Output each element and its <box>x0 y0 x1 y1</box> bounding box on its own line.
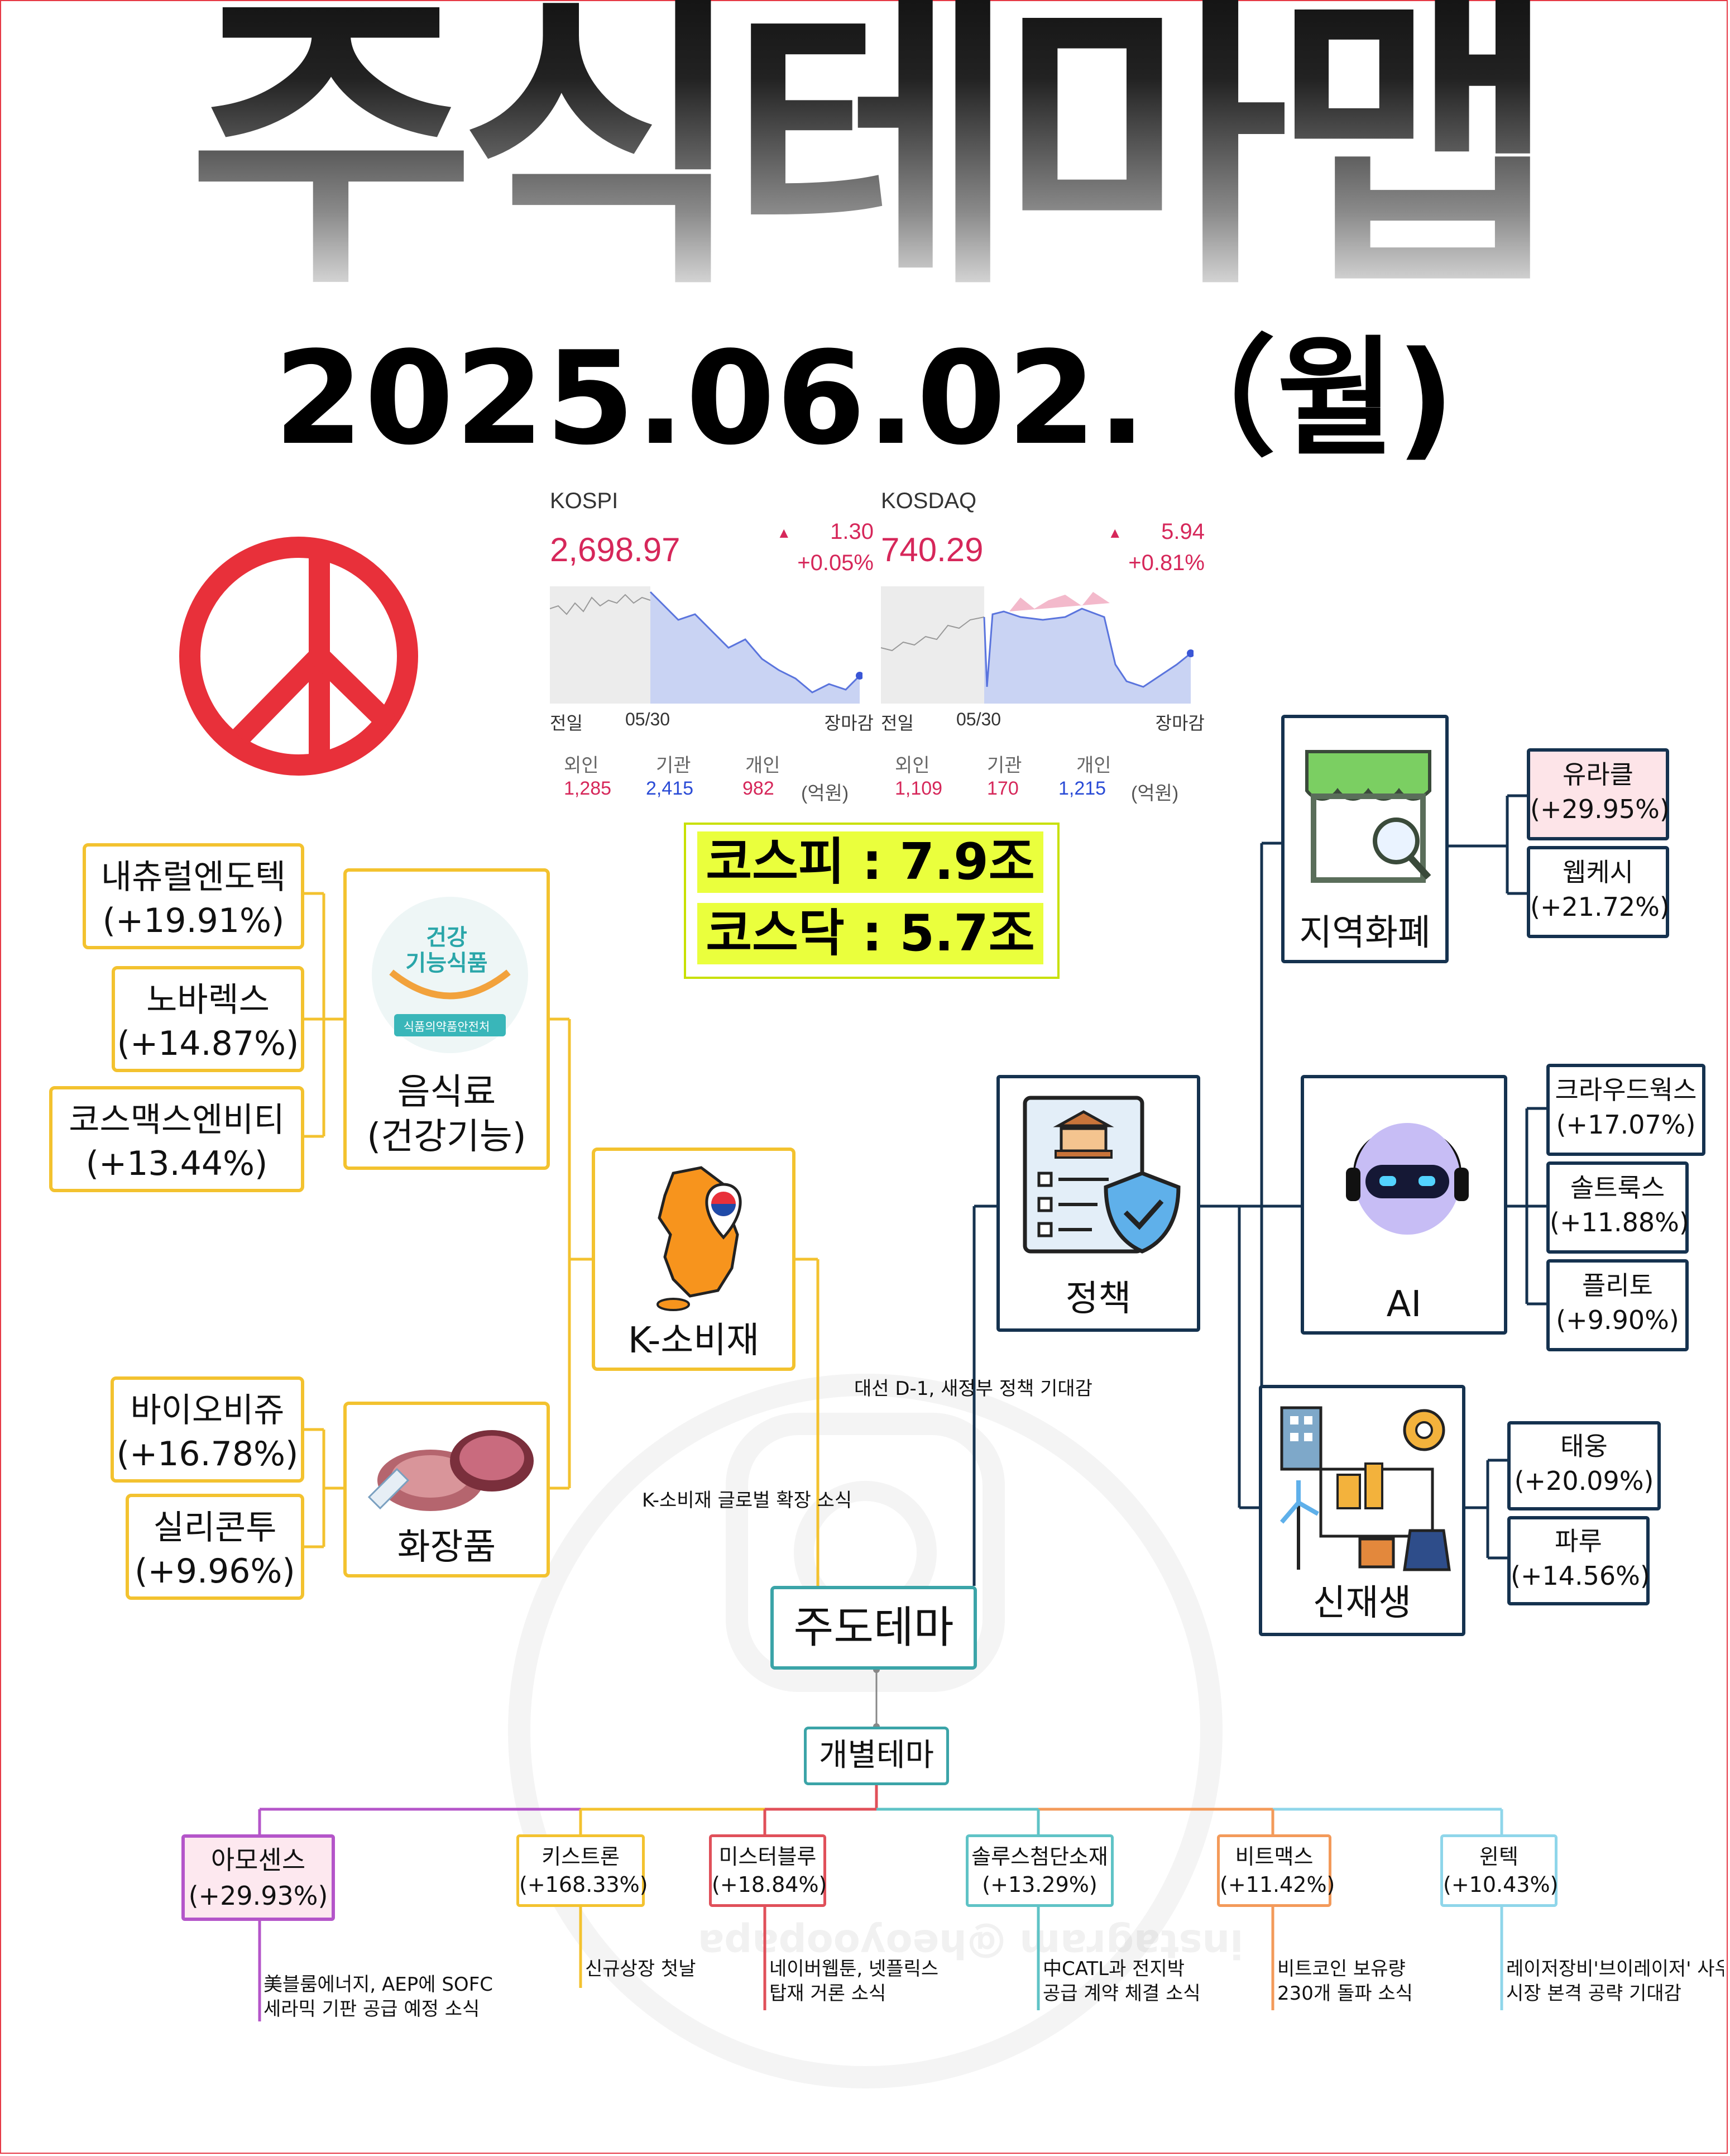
theme-food[interactable]: 건강 기능식품 식품의약품안전처 음식료 (건강기능) <box>343 868 550 1170</box>
election-vote-icon <box>179 537 418 776</box>
kospi-change-pct: +0.05% <box>797 551 874 576</box>
theme-policy[interactable]: 정책 <box>996 1075 1200 1332</box>
store-search-icon <box>1305 750 1431 883</box>
mrblue-note: 네이버웹툰, 넷플릭스 탑재 거론 소식 <box>769 1958 939 2005</box>
leading-theme-box[interactable]: 주도테마 <box>770 1586 977 1670</box>
policy-note: 대선 D-1, 새정부 정책 기대감 <box>854 1378 1092 1400</box>
kospi-panel: KOSPI 2,698.97 ▲1.30 +0.05% 전일 05/30 장마감… <box>550 489 874 804</box>
theme-ai-label: AI <box>1386 1284 1422 1325</box>
stock-novarex[interactable]: 노바렉스 (+14.87%) <box>112 966 304 1072</box>
policy-document-shield-icon <box>1023 1096 1181 1254</box>
kospi-name: KOSPI <box>550 489 619 513</box>
bitmax-note: 비트코인 보유량 230개 돌파 소식 <box>1277 1958 1413 2005</box>
theme-ai[interactable]: AI <box>1301 1075 1507 1335</box>
theme-local-currency-label: 지역화폐 <box>1299 912 1431 954</box>
kospi-volume: 코스피 : 7.9조 <box>697 831 1043 893</box>
stock-cosmax-nbt[interactable]: 코스맥스엔비티 (+13.44%) <box>49 1086 304 1192</box>
up-triangle-icon: ▲ <box>1108 524 1123 542</box>
theme-cosmetics-label: 화장품 <box>397 1527 496 1568</box>
solus-note: 中CATL과 전지박 공급 계약 체결 소식 <box>1043 1958 1201 2005</box>
individual-theme-box[interactable]: 개별테마 <box>804 1727 949 1785</box>
theme-food-label: 음식료 <box>397 1072 496 1113</box>
kosdaq-value: 740.29 <box>881 531 984 568</box>
up-triangle-icon: ▲ <box>777 524 792 542</box>
individual-stock-amosense[interactable]: 아모센스 (+29.93%) <box>181 1834 335 1921</box>
k-consumer-note: K-소비재 글로벌 확장 소식 <box>642 1489 852 1512</box>
date-heading: 2025.06.02.（월) <box>274 324 1456 474</box>
kosdaq-change: ▲ 5.94 +0.81% <box>1108 517 1205 578</box>
theme-cosmetics[interactable]: 화장품 <box>343 1402 550 1577</box>
kospi-change-points: 1.30 <box>830 519 874 544</box>
individual-stock-solus[interactable]: 솔루스첨단소재 (+13.29%) <box>966 1834 1114 1907</box>
kosdaq-volume: 코스닥 : 5.7조 <box>697 903 1043 964</box>
stock-silicon2[interactable]: 실리콘투 (+9.96%) <box>126 1494 304 1600</box>
trading-volume-box: 코스피 : 7.9조 코스닥 : 5.7조 <box>684 823 1060 979</box>
theme-policy-label: 정책 <box>1065 1278 1132 1320</box>
individual-stock-wintec[interactable]: 윈텍 (+10.43%) <box>1440 1834 1558 1907</box>
stock-uracle[interactable]: 유라클 (+29.95%) <box>1527 748 1670 840</box>
cosmetics-compact-icon <box>367 1430 534 1511</box>
individual-stock-kistron[interactable]: 키스트론 (+168.33%) <box>516 1834 648 1907</box>
individual-stock-mrblue[interactable]: 미스터블루 (+18.84%) <box>709 1834 827 1907</box>
kospi-value: 2,698.97 <box>550 531 681 568</box>
stock-biobijou[interactable]: 바이오비쥬 (+16.78%) <box>111 1376 304 1483</box>
stock-webcash[interactable]: 웹케시 (+21.72%) <box>1527 846 1670 938</box>
robot-head-icon <box>1346 1123 1469 1235</box>
amosense-note: 美블룸에너지, AEP에 SOFC 세라믹 기판 공급 예정 소식 <box>263 1973 493 2020</box>
kosdaq-change-points: 5.94 <box>1161 519 1205 544</box>
stock-flitto[interactable]: 플리토 (+9.90%) <box>1546 1259 1689 1351</box>
kosdaq-name: KOSDAQ <box>881 489 977 513</box>
stock-crowdworks[interactable]: 크라우드웍스 (+17.07%) <box>1546 1064 1705 1156</box>
stock-saltlux[interactable]: 솔트룩스 (+11.88%) <box>1546 1161 1689 1254</box>
theme-renewable[interactable]: 신재생 <box>1259 1385 1465 1636</box>
individual-stock-bitmax[interactable]: 비트맥스 (+11.42%) <box>1217 1834 1335 1907</box>
health-food-logo-icon <box>372 897 528 1053</box>
stock-taewoong[interactable]: 태웅 (+20.09%) <box>1507 1421 1661 1510</box>
theme-k-consumer[interactable]: K-소비재 <box>592 1148 795 1371</box>
theme-renewable-label: 신재생 <box>1312 1583 1412 1624</box>
theme-k-consumer-label: K-소비재 <box>628 1320 759 1361</box>
kistron-note: 신규상장 첫날 <box>585 1958 696 1980</box>
health-food-logo-text: 건강 기능식품 <box>405 925 488 976</box>
health-food-logo-caption: 식품의약품안전처 <box>403 1020 490 1034</box>
theme-food-sublabel: (건강기능) <box>367 1116 526 1158</box>
renewable-energy-icon <box>1279 1406 1451 1571</box>
page-title: 주식테마맵 <box>0 0 1730 313</box>
theme-local-currency[interactable]: 지역화폐 <box>1281 715 1449 963</box>
wintec-note: 레이저장비'브이레이저' 사우 시장 본격 공략 기대감 <box>1506 1958 1724 2005</box>
kosdaq-change-pct: +0.81% <box>1128 551 1205 576</box>
stock-paru[interactable]: 파루 (+14.56%) <box>1507 1516 1650 1605</box>
stock-natural-endotech[interactable]: 내츄럴엔도텍 (+19.91%) <box>83 843 304 949</box>
kosdaq-panel: KOSDAQ 740.29 ▲5.94 +0.81% 전일 05/30 장마감 … <box>881 489 1205 804</box>
korea-map-icon <box>656 1166 742 1311</box>
kosdaq-intraday-chart <box>881 586 1194 704</box>
kospi-intraday-chart <box>550 586 862 704</box>
kospi-change: ▲ 1.30 +0.05% <box>777 517 874 578</box>
